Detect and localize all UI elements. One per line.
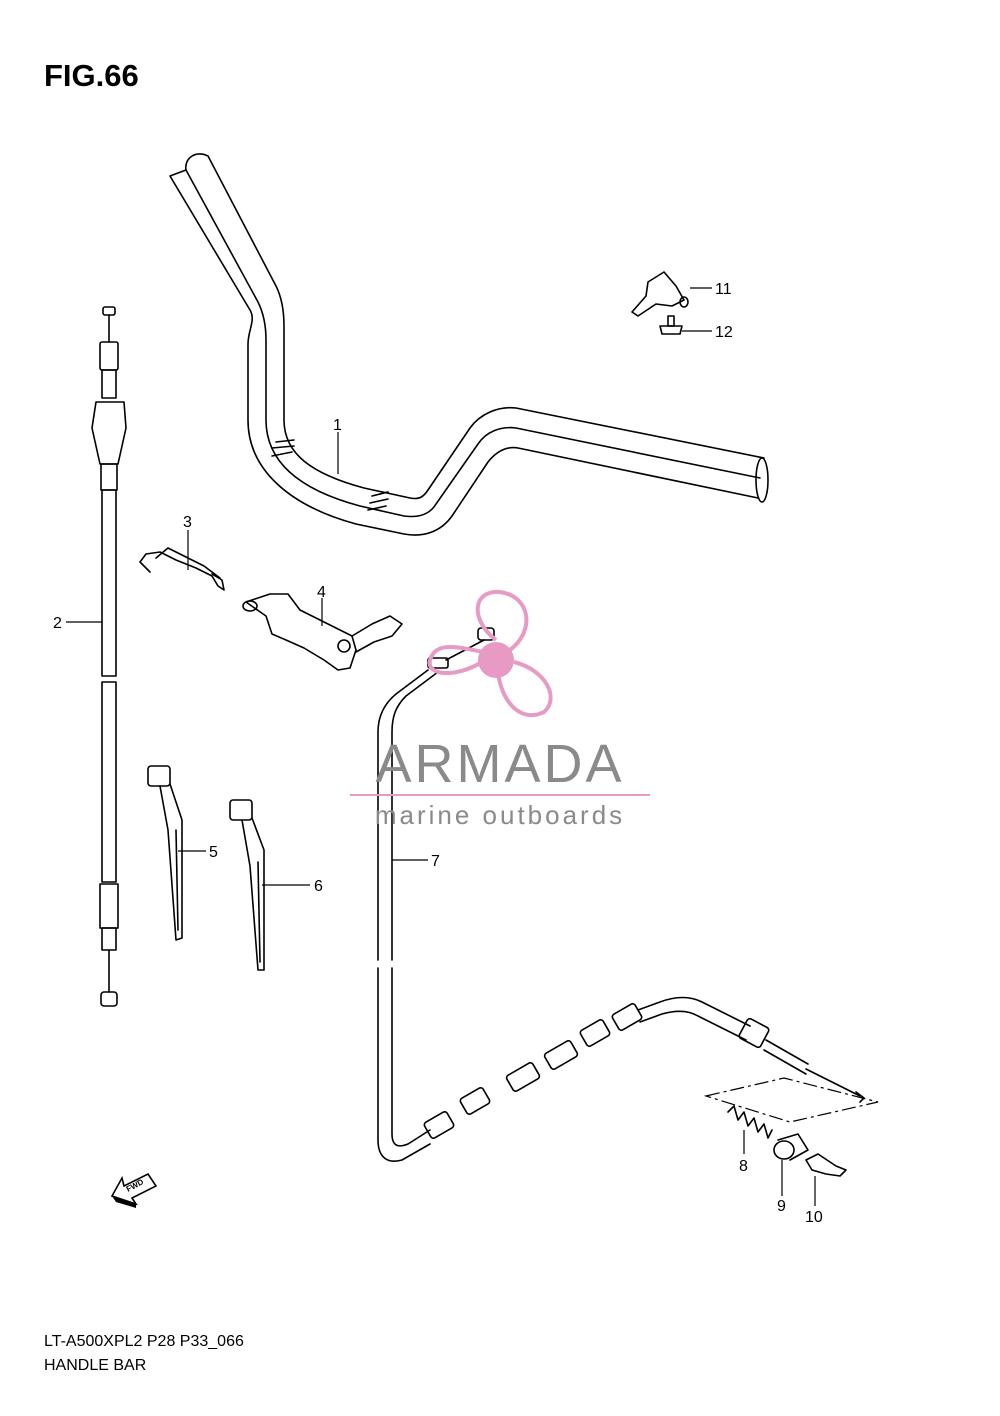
footer-figure-name: HANDLE BAR	[44, 1357, 147, 1374]
spring-part-8[interactable]	[727, 1105, 773, 1139]
cable-part-2[interactable]	[91, 306, 127, 1007]
brake-cable-part-7[interactable]	[377, 627, 865, 1162]
callout-2: 2	[53, 615, 62, 632]
watermark-tagline: marine outboards	[374, 800, 626, 830]
leader-lines	[66, 287, 879, 1206]
watermark-divider	[350, 794, 650, 796]
adjuster-part-10[interactable]	[805, 1153, 847, 1177]
callout-10: 10	[805, 1209, 823, 1226]
callout-6: 6	[314, 878, 323, 895]
callout-3: 3	[183, 514, 192, 531]
bracket-clamp-part-4[interactable]	[242, 593, 403, 671]
callout-4: 4	[317, 584, 326, 601]
callout-12: 12	[715, 324, 733, 341]
callout-5: 5	[209, 844, 218, 861]
cable-tie-part-5[interactable]	[147, 765, 183, 941]
footer-model-code: LT-A500XPL2 P28 P33_066	[44, 1333, 244, 1350]
figure-title: FIG.66	[44, 58, 139, 93]
watermark-brand: ARMADA	[375, 734, 625, 794]
callout-9: 9	[777, 1198, 786, 1215]
handle-bar-part[interactable]	[169, 153, 769, 536]
callout-8: 8	[739, 1158, 748, 1175]
callout-7: 7	[431, 853, 440, 870]
wire-clip-part-3[interactable]	[139, 547, 225, 591]
holder-part-11[interactable]	[631, 271, 689, 317]
cylinder-part-9[interactable]	[773, 1133, 809, 1161]
screw-part-12[interactable]	[659, 315, 683, 335]
callout-1: 1	[333, 417, 342, 434]
cable-tie-part-6[interactable]	[229, 799, 265, 971]
propeller-logo-icon	[427, 589, 553, 718]
callout-11: 11	[715, 281, 732, 298]
fwd-arrow-icon: FWD	[110, 1172, 158, 1208]
